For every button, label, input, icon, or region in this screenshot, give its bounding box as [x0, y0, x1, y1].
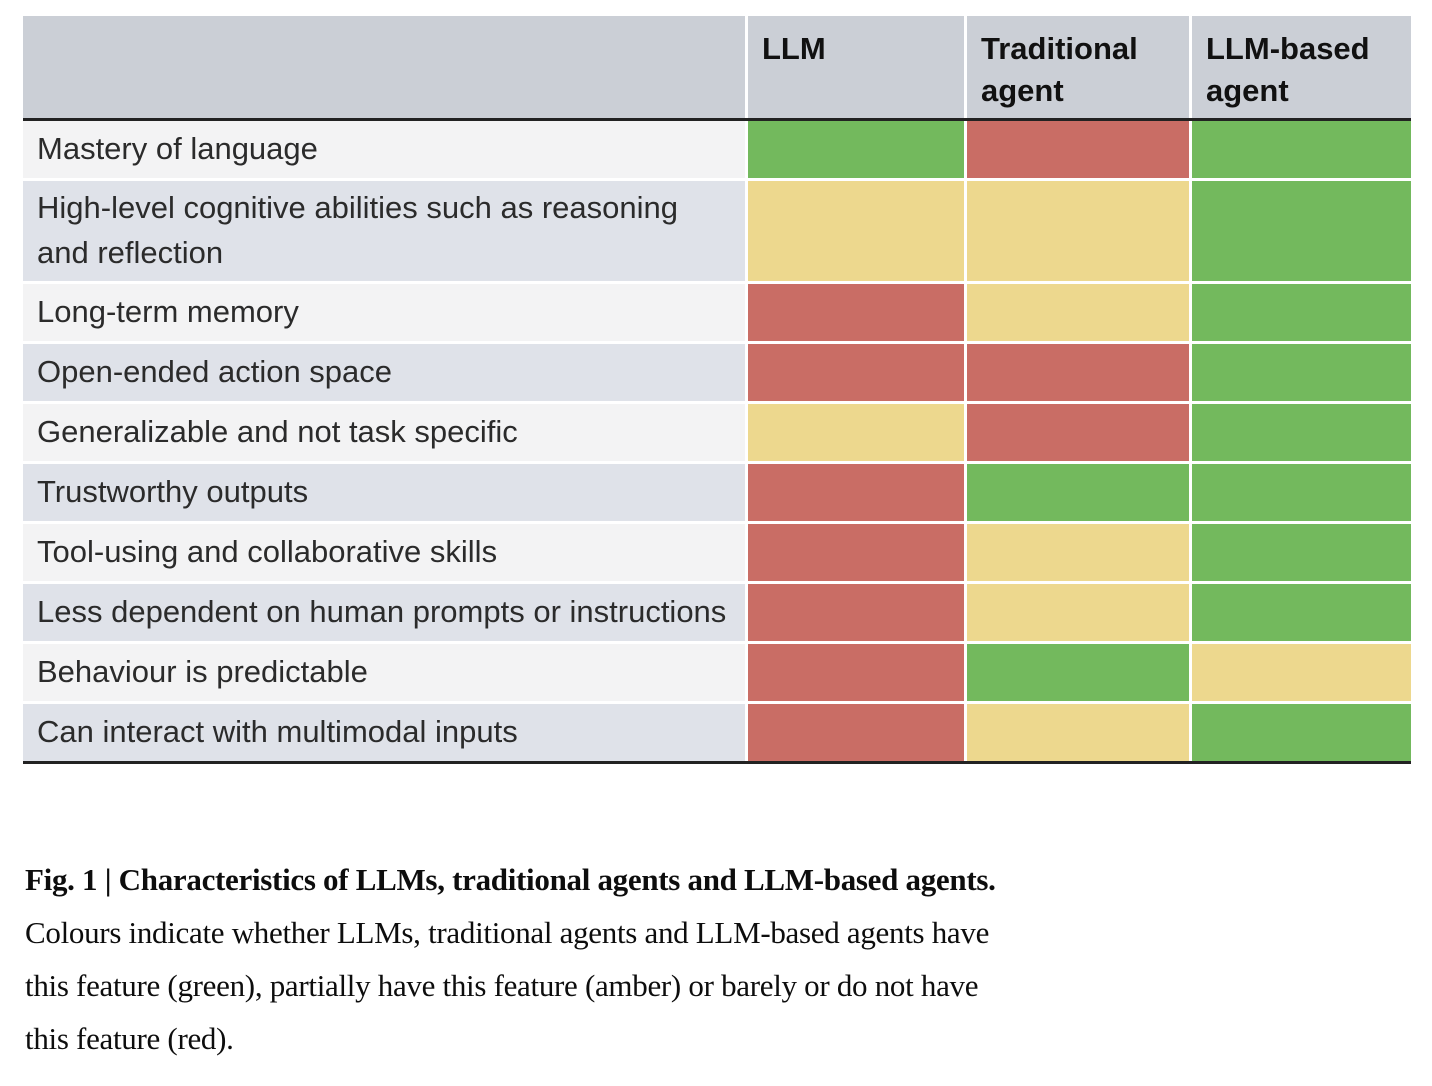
status-cell-green	[1192, 121, 1411, 178]
row-label: Behaviour is predictable	[23, 643, 745, 701]
header-cell: LLM-based agent	[1192, 16, 1411, 118]
status-cell-green	[1192, 283, 1411, 341]
status-cell-amber	[748, 403, 964, 461]
table-row: Generalizable and not task specific	[23, 403, 1411, 461]
header-cell-empty	[23, 16, 745, 118]
table-row: Can interact with multimodal inputs	[23, 703, 1411, 761]
figure-caption-title: Fig. 1 | Characteristics of LLMs, tradit…	[25, 862, 996, 897]
table-row: Open-ended action space	[23, 343, 1411, 401]
status-cell-red	[748, 523, 964, 581]
figure-caption-line: this feature (red).	[25, 1021, 234, 1056]
status-cell-green	[967, 643, 1189, 701]
status-cell-red	[748, 583, 964, 641]
status-cell-amber	[967, 283, 1189, 341]
figure-caption-line: Colours indicate whether LLMs, tradition…	[25, 915, 990, 950]
table-row: Long-term memory	[23, 283, 1411, 341]
row-label: Less dependent on human prompts or instr…	[23, 583, 745, 641]
row-label: Trustworthy outputs	[23, 463, 745, 521]
table-row: Trustworthy outputs	[23, 463, 1411, 521]
status-cell-amber	[748, 181, 964, 281]
table-row: Behaviour is predictable	[23, 643, 1411, 701]
status-cell-green	[1192, 463, 1411, 521]
status-cell-amber	[967, 181, 1189, 281]
status-cell-green	[748, 121, 964, 178]
status-cell-green	[1192, 181, 1411, 281]
header-cell: LLM	[748, 16, 964, 118]
status-cell-red	[967, 343, 1189, 401]
row-label: Mastery of language	[23, 121, 745, 178]
header-rule	[23, 118, 1411, 121]
row-label: Can interact with multimodal inputs	[23, 703, 745, 761]
row-label: High-level cognitive abilities such as r…	[23, 181, 745, 281]
table-row: Tool-using and collaborative skills	[23, 523, 1411, 581]
status-cell-red	[748, 703, 964, 761]
status-cell-red	[748, 643, 964, 701]
bottom-rule	[23, 760, 1411, 764]
table-row: Mastery of language	[23, 121, 1411, 178]
status-cell-amber	[967, 523, 1189, 581]
figure-caption-line: this feature (green), partially have thi…	[25, 968, 979, 1003]
table-row: Less dependent on human prompts or instr…	[23, 583, 1411, 641]
row-label: Generalizable and not task specific	[23, 403, 745, 461]
status-cell-green	[1192, 523, 1411, 581]
status-cell-amber	[967, 583, 1189, 641]
status-cell-red	[748, 343, 964, 401]
table-row: High-level cognitive abilities such as r…	[23, 181, 1411, 281]
status-cell-green	[967, 463, 1189, 521]
status-cell-amber	[1192, 643, 1411, 701]
status-cell-amber	[967, 703, 1189, 761]
status-cell-red	[748, 463, 964, 521]
status-cell-green	[1192, 703, 1411, 761]
figure-caption: Fig. 1 | Characteristics of LLMs, tradit…	[25, 853, 1425, 1065]
status-cell-red	[748, 283, 964, 341]
status-cell-red	[967, 121, 1189, 178]
status-cell-green	[1192, 583, 1411, 641]
row-label: Long-term memory	[23, 283, 745, 341]
header-cell: Traditional agent	[967, 16, 1189, 118]
status-cell-green	[1192, 343, 1411, 401]
status-cell-red	[967, 403, 1189, 461]
row-label: Tool-using and collaborative skills	[23, 523, 745, 581]
status-cell-green	[1192, 403, 1411, 461]
row-label: Open-ended action space	[23, 343, 745, 401]
